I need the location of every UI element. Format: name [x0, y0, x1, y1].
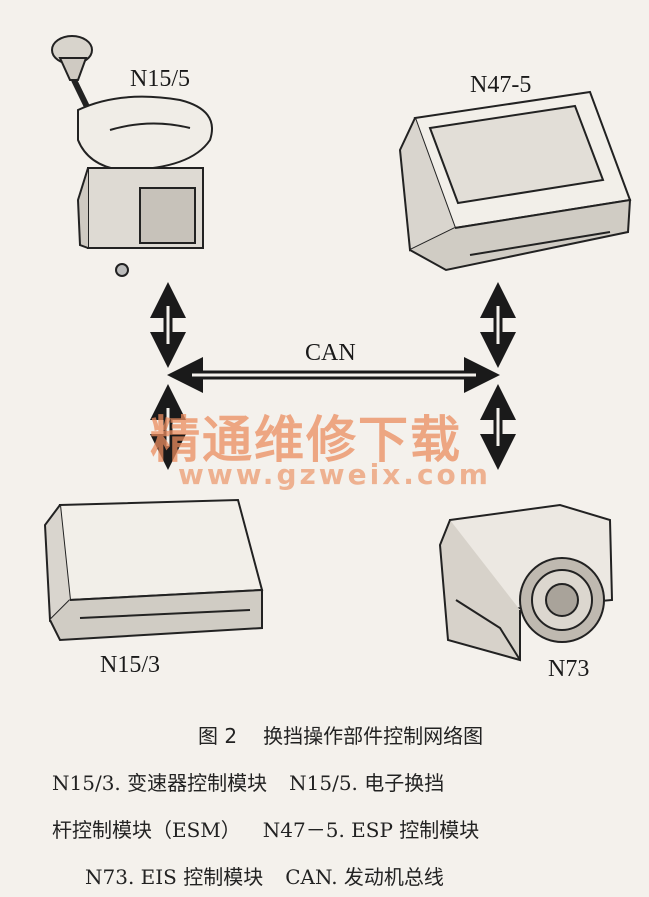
node-label-n15-3: N15/3 — [100, 652, 160, 678]
caption-item: CAN. 发动机总线 — [285, 865, 444, 889]
control-unit-icon — [398, 90, 632, 272]
figure-title-text: 换挡操作部件控制网络图 — [263, 724, 484, 748]
caption-item: N15/3. 变速器控制模块 — [52, 771, 268, 795]
watermark-text: 精通维修下载 — [150, 411, 462, 469]
arrow-highlights — [166, 306, 500, 446]
caption-line: N15/3. 变速器控制模块 N15/5. 电子换挡 — [52, 767, 632, 796]
caption-item: N73. EIS 控制模块 — [85, 865, 264, 889]
bus-label-can: CAN — [305, 340, 356, 366]
caption-item: 杆控制模块（ESM） — [52, 818, 241, 842]
caption-item: N15/5. 电子换挡 — [289, 771, 445, 795]
gear-shifter-icon — [51, 35, 213, 277]
figure-number: 图 2 — [198, 724, 238, 748]
node-label-n15-5: N15/5 — [130, 66, 190, 92]
network-diagram — [43, 35, 632, 662]
control-unit-icon — [43, 498, 264, 642]
figure-title: 图 2 换挡操作部件控制网络图 — [198, 720, 483, 749]
watermark-url: www.gzweix.com — [178, 458, 491, 491]
node-label-n73: N73 — [548, 656, 590, 682]
caption-line: N73. EIS 控制模块 CAN. 发动机总线 — [85, 861, 649, 890]
ignition-switch-icon — [438, 503, 614, 662]
caption-item: N47－5. ESP 控制模块 — [262, 818, 480, 842]
node-label-n47-5: N47-5 — [470, 72, 532, 98]
caption-line: 杆控制模块（ESM） N47－5. ESP 控制模块 — [52, 814, 632, 843]
